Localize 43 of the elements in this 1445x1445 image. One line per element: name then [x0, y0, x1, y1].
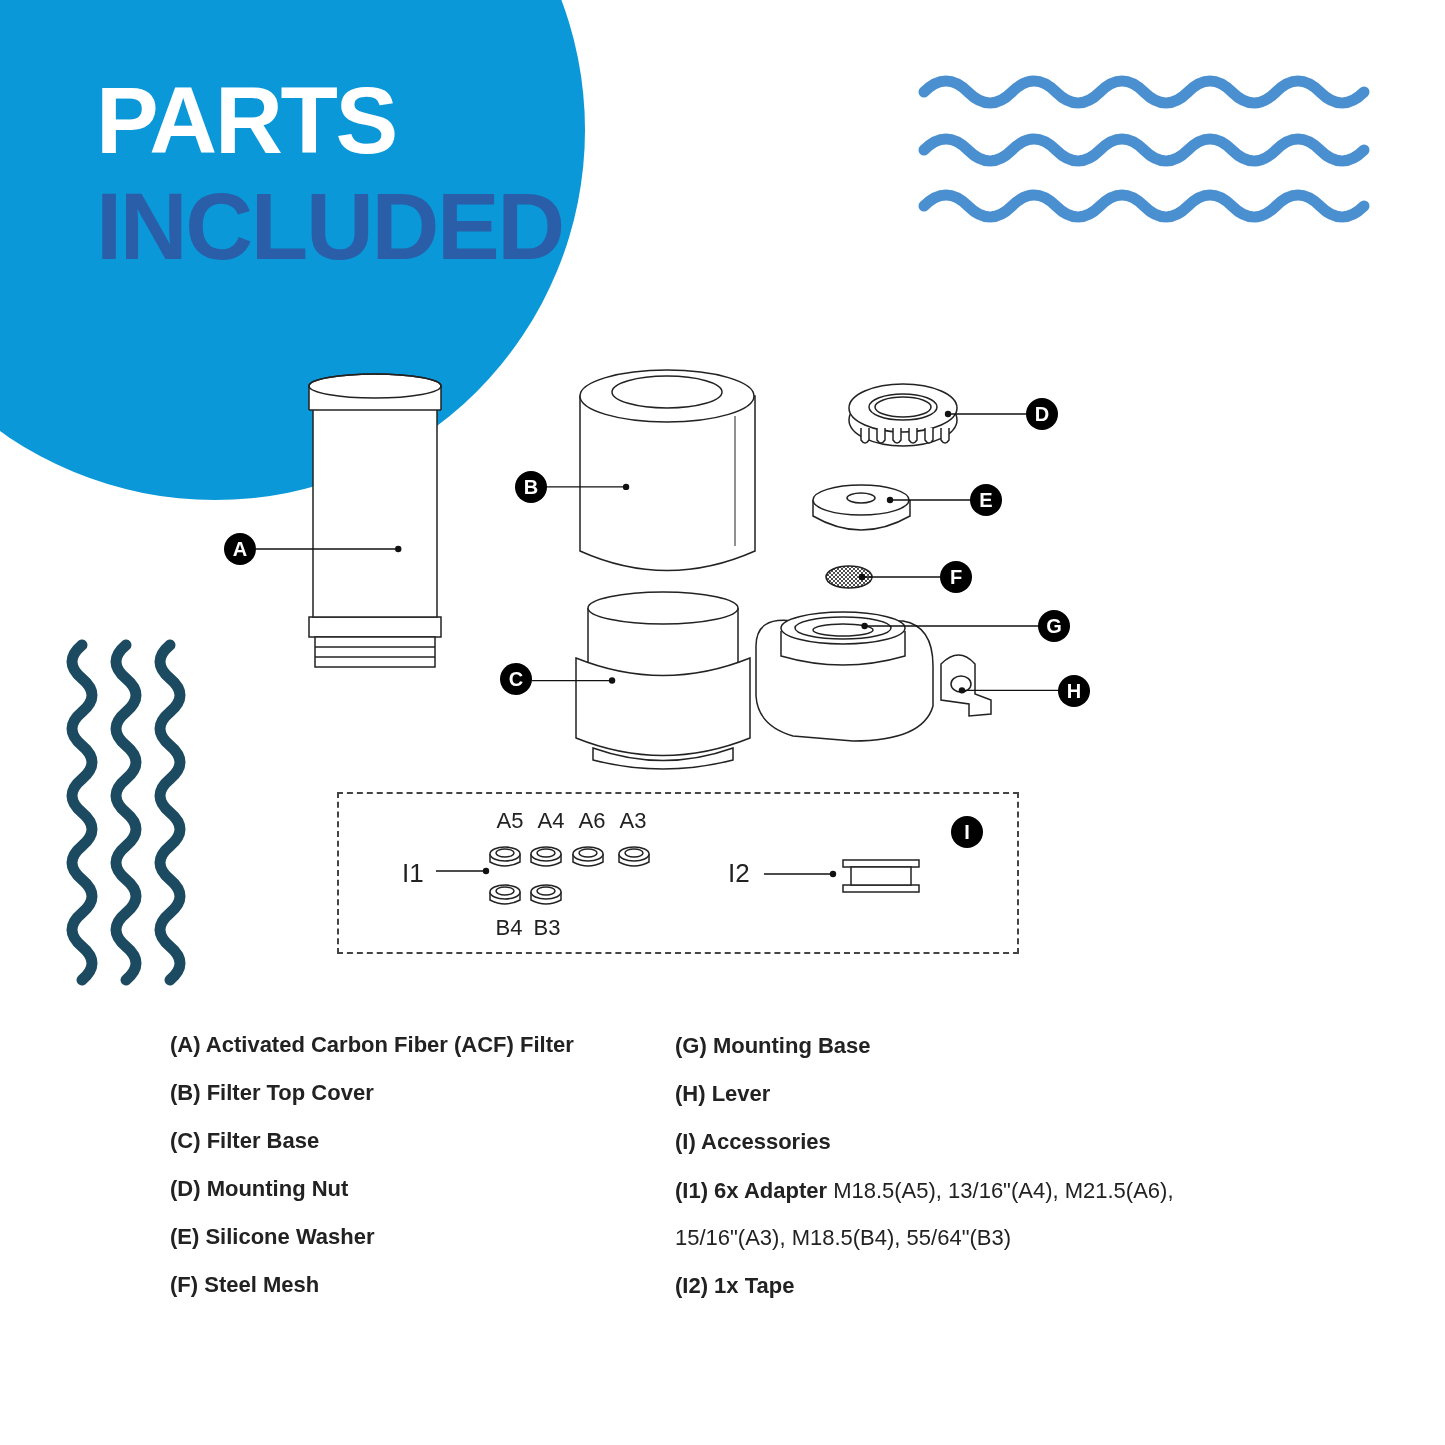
adapter-code: B3 — [533, 913, 561, 942]
adapter-code: A6 — [578, 806, 606, 835]
callout-marker: A — [224, 533, 256, 565]
leader-line — [255, 545, 402, 553]
title: INCLUDED — [96, 174, 563, 280]
adapter-code: A5 — [496, 806, 524, 835]
callout-marker: E — [970, 484, 1002, 516]
part-description: (G) Mounting Base — [675, 1032, 872, 1060]
callout-marker: I — [951, 816, 983, 848]
washer-drawing — [810, 482, 913, 534]
part-number: I1 — [402, 856, 438, 890]
leader-line — [958, 687, 1059, 694]
leader-line — [944, 410, 1027, 418]
part-description: (F) Steel Mesh — [170, 1271, 321, 1299]
part-description: (I) Accessories — [675, 1128, 832, 1156]
part-description: (B) Filter Top Cover — [170, 1079, 375, 1107]
callout-marker: G — [1038, 610, 1070, 642]
part-number: I2 — [728, 856, 766, 890]
part-description: (I2) 1x Tape — [675, 1272, 796, 1300]
leader-line — [435, 867, 490, 875]
part-description: (A) Activated Carbon Fiber (ACF) Filter — [170, 1031, 575, 1059]
adapter-code: A4 — [537, 806, 565, 835]
part-description: (H) Lever — [675, 1080, 772, 1108]
accessories-panel — [337, 792, 1019, 954]
mounting-nut-drawing — [845, 380, 961, 450]
callout-marker: C — [500, 663, 532, 695]
title: PARTS — [96, 68, 396, 174]
part-description: (E) Silicone Washer — [170, 1223, 376, 1251]
leader-line — [546, 483, 630, 491]
callout-marker: H — [1058, 675, 1090, 707]
part-description: (I1) 6x Adapter M18.5(A5), 13/16"(A4), M21.5(A6), 15/16"(A3), M18.5(B4), 55/64"(B3) — [675, 1177, 1175, 1252]
leader-line — [886, 496, 971, 504]
callout-marker: D — [1026, 398, 1058, 430]
leader-line — [763, 870, 837, 878]
adapter-code: B4 — [495, 913, 523, 942]
part-description: (D) Mounting Nut — [170, 1175, 350, 1203]
adapter-code: A3 — [619, 806, 647, 835]
callout-marker: F — [940, 561, 972, 593]
part-description: (C) Filter Base — [170, 1127, 321, 1155]
mesh-drawing — [824, 563, 874, 591]
leader-line — [858, 573, 941, 581]
callout-marker: B — [515, 471, 547, 503]
leader-line — [861, 622, 1039, 630]
